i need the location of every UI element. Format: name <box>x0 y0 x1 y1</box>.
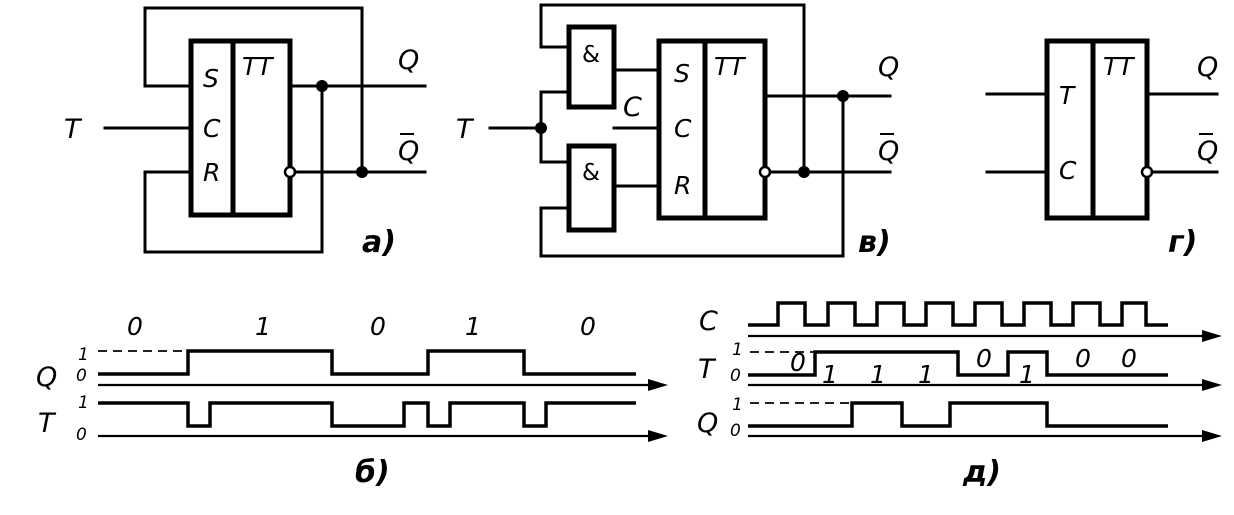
t-axis-arrow-d <box>1202 379 1222 391</box>
t-value-label: 0 <box>1121 344 1137 373</box>
c-waveform-d <box>748 301 1168 327</box>
and-label-bottom: & <box>582 160 600 186</box>
qbar-label-v: Q <box>878 136 899 167</box>
trigger-label-g: TT <box>1103 52 1135 81</box>
t-value-label: 1 <box>870 360 886 389</box>
q-state-label: 0 <box>370 312 386 341</box>
pin-c-label-g: C <box>1059 156 1077 185</box>
t-value-label: 0 <box>976 344 992 373</box>
t-axis-label-d: T <box>698 354 717 385</box>
feedback-q-to-gate-bottom <box>539 94 845 258</box>
q-label-v: Q <box>878 52 899 83</box>
trigger-block-g <box>1044 38 1150 221</box>
q-label-g: Q <box>1197 52 1218 83</box>
t-waveform-b <box>98 401 636 428</box>
caption-a: а) <box>362 225 396 260</box>
t-value-label: 0 <box>1075 344 1091 373</box>
level-high-label: 1 <box>78 345 89 365</box>
feedback-q-to-r-a <box>143 84 324 254</box>
caption-b: б) <box>355 455 390 490</box>
c-label-v: C <box>623 92 642 123</box>
level-high-label: 1 <box>78 393 89 413</box>
trigger-label-a: TT <box>242 52 274 81</box>
t-axis-arrow-b <box>648 430 668 442</box>
q-state-label: 0 <box>127 312 143 341</box>
caption-v: в) <box>858 225 891 260</box>
t-value-label: 1 <box>822 360 838 389</box>
feedback-qbar-to-gate-top <box>539 3 806 174</box>
t-value-label: 1 <box>918 360 934 389</box>
q-axis-arrow-d <box>1202 430 1222 442</box>
pin-r-label-a: R <box>203 158 220 187</box>
level-low-label: 0 <box>76 366 87 386</box>
t-label-v: T <box>456 114 475 145</box>
q-axis-arrow-b <box>648 379 668 391</box>
q-label-a: Q <box>398 45 419 76</box>
qbar-label-g: Q <box>1197 136 1218 167</box>
trigger-label-v: TT <box>714 52 746 81</box>
t-value-label: 1 <box>1019 360 1035 389</box>
q-axis-label-b: Q <box>36 362 57 393</box>
level-high-label: 1 <box>732 340 743 360</box>
q-waveform-b <box>98 349 636 376</box>
q-state-label: 0 <box>580 312 596 341</box>
pin-r-label-v: R <box>674 171 691 200</box>
t-value-label: 0 <box>790 348 806 377</box>
pin-s-label-a: S <box>203 64 219 93</box>
feedback-qbar-to-s-a <box>143 6 364 174</box>
q-state-label: 1 <box>465 312 481 341</box>
level-low-label: 0 <box>730 366 741 386</box>
level-low-label: 0 <box>730 421 741 441</box>
pin-c-label-a: C <box>203 114 221 143</box>
t-waveform-d <box>748 350 1168 377</box>
pin-t-label-g: T <box>1059 81 1076 110</box>
t-to-gate-bottom <box>539 126 571 164</box>
c-axis-label-d: C <box>699 306 718 337</box>
pin-c-label-v: C <box>674 114 692 143</box>
timing-d: C T 1 0 0 1 1 1 0 1 0 0 Q 1 0 д) <box>697 301 1222 490</box>
level-high-label: 1 <box>732 395 743 415</box>
qbar-label-a: Q <box>398 136 419 167</box>
caption-g: г) <box>1168 225 1197 260</box>
and-gate-bottom <box>566 143 617 233</box>
pin-s-label-v: S <box>674 59 690 88</box>
q-state-label: 1 <box>255 312 271 341</box>
t-to-gate-top <box>539 90 571 130</box>
circuit-v: & & S C R TT C T Q Q в) <box>456 3 899 260</box>
q-axis-label-d: Q <box>697 408 718 439</box>
timing-b: 0 1 0 1 0 Q 1 0 T 1 0 б) <box>36 312 668 490</box>
and-gate-top <box>566 24 617 110</box>
c-axis-arrow-d <box>1202 330 1222 342</box>
and-label-top: & <box>582 42 600 68</box>
q-waveform-d <box>748 401 1168 428</box>
t-label-a: T <box>64 114 83 145</box>
circuit-a: S C R TT T Q Q а) <box>64 6 427 260</box>
level-low-label: 0 <box>76 425 87 445</box>
t-axis-label-b: T <box>38 408 57 439</box>
caption-d: д) <box>962 455 1001 490</box>
circuit-g: T C TT Q Q г) <box>985 38 1219 260</box>
